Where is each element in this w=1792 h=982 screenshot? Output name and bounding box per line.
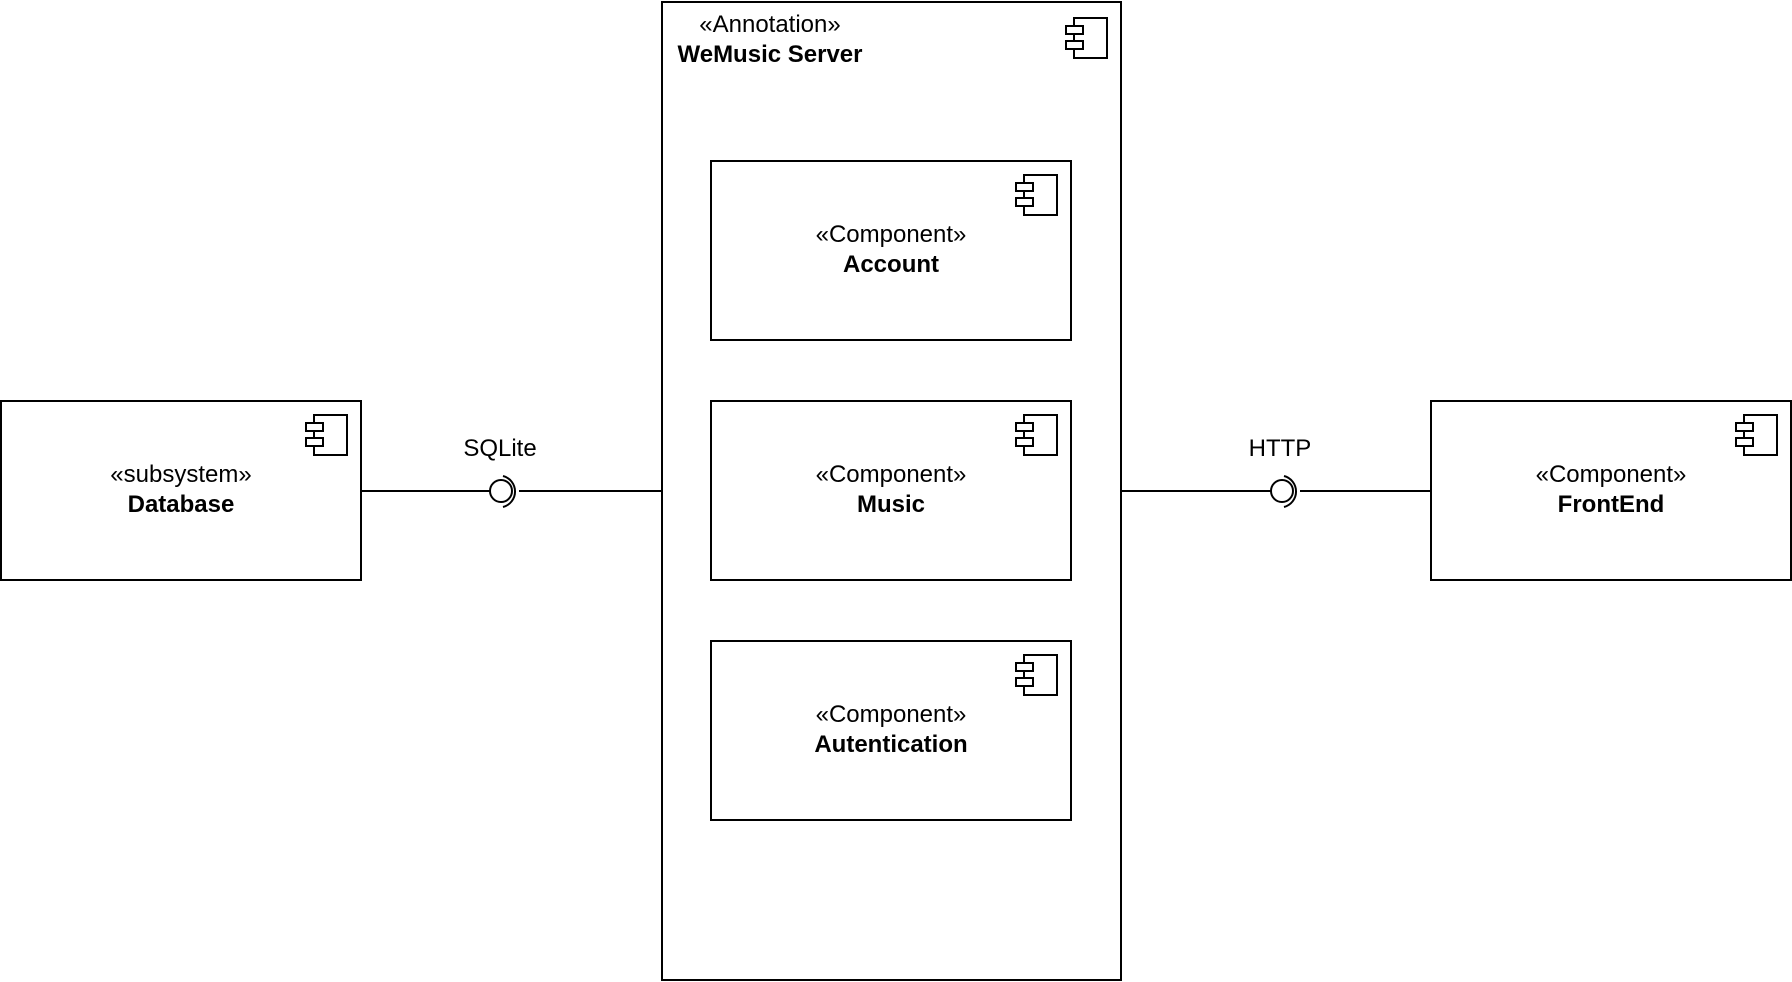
music-name: Music [856, 491, 925, 518]
account-stereotype: «Component» [815, 221, 967, 248]
autentication-component[interactable] [710, 640, 1072, 821]
autentication-label: «Component» Autentication [710, 700, 1072, 760]
account-label: «Component» Account [710, 220, 1072, 280]
frontend-component[interactable] [1430, 400, 1792, 581]
server-title: «Annotation» WeMusic Server [660, 10, 880, 70]
music-component[interactable] [710, 400, 1072, 581]
component-icon [1735, 414, 1778, 456]
server-stereotype: «Annotation» [699, 11, 841, 38]
frontend-label: «Component» FrontEnd [1430, 460, 1792, 520]
server-name: WeMusic Server [677, 41, 863, 68]
http-interface-icon [1270, 475, 1297, 508]
database-subsystem[interactable] [0, 400, 362, 581]
component-icon [305, 414, 348, 456]
sqlite-interface-icon [489, 475, 516, 508]
component-icon [1015, 414, 1058, 456]
frontend-name: FrontEnd [1557, 491, 1665, 518]
database-name: Database [127, 491, 235, 518]
component-icon [1015, 174, 1058, 216]
music-stereotype: «Component» [815, 461, 967, 488]
component-icon [1065, 17, 1108, 59]
http-interface-label: HTTP [1248, 435, 1312, 462]
frontend-stereotype: «Component» [1535, 461, 1687, 488]
database-stereotype: «subsystem» [110, 461, 252, 488]
account-component[interactable] [710, 160, 1072, 341]
account-name: Account [843, 251, 939, 278]
music-label: «Component» Music [710, 460, 1072, 520]
database-label: «subsystem» Database [0, 460, 362, 520]
component-icon [1015, 654, 1058, 696]
autentication-name: Autentication [814, 731, 968, 758]
sqlite-interface-label: SQLite [463, 435, 537, 462]
autentication-stereotype: «Component» [815, 701, 967, 728]
